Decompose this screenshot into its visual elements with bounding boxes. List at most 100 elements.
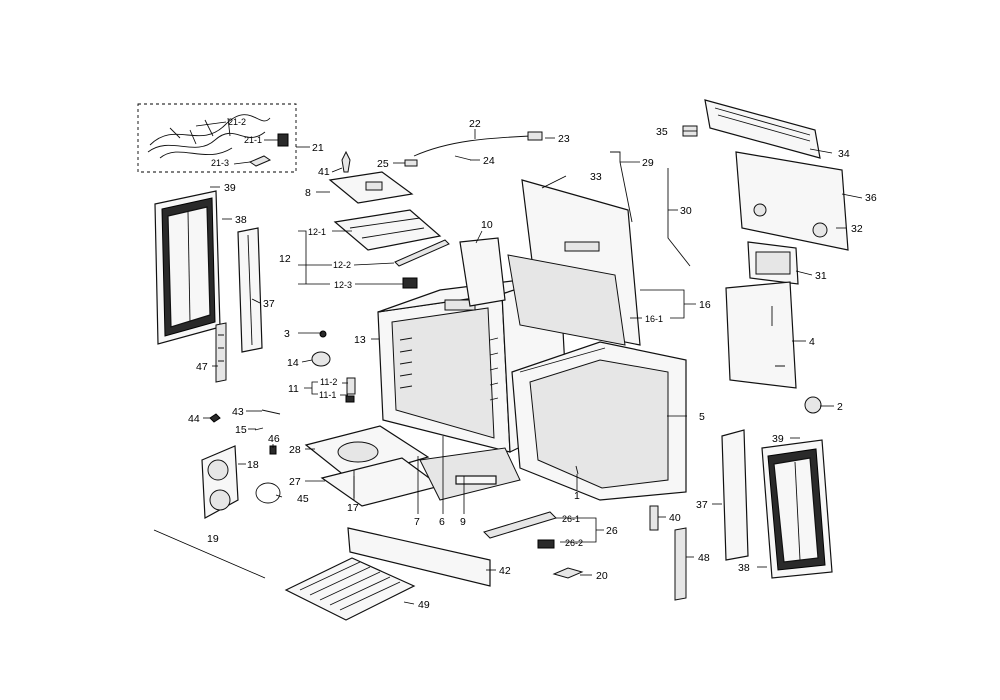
callout-10: 10	[481, 219, 493, 231]
callout-15: 15	[235, 424, 247, 436]
callout-11: 11	[288, 383, 299, 395]
callout-16: 16	[699, 299, 711, 311]
callout-1: 1	[574, 490, 580, 502]
callout-12-2: 12-2	[333, 260, 351, 270]
callout-43: 43	[232, 406, 244, 418]
callout-38-right: 38	[738, 562, 750, 574]
insulation-16	[507, 254, 626, 346]
bracket-12-1-ribs	[349, 217, 425, 239]
drawer-panel-42	[347, 527, 491, 587]
callout-4: 4	[809, 336, 815, 348]
callout-7: 7	[414, 516, 420, 528]
callout-31: 31	[815, 270, 827, 282]
screw-3	[319, 330, 327, 338]
callout-41: 41	[318, 166, 330, 178]
callout-30: 30	[680, 205, 692, 217]
callout-3: 3	[284, 328, 290, 340]
callout-40: 40	[669, 512, 681, 524]
callout-37-left: 37	[263, 298, 275, 310]
hinge-bracket-25	[404, 159, 418, 167]
connector-12-3	[402, 277, 418, 289]
top-plate-8-window	[365, 181, 383, 191]
callout-33: 33	[590, 171, 602, 183]
top-cover-34	[704, 99, 821, 159]
gasket-45	[255, 482, 281, 504]
right-door-divider	[794, 461, 801, 561]
access-panel-handles	[771, 306, 785, 367]
callout-35: 35	[656, 126, 668, 138]
tube-30	[667, 168, 691, 267]
harness-plug-21-3	[248, 155, 272, 167]
callout-24: 24	[483, 155, 495, 167]
left-door-channel-rib	[247, 234, 253, 346]
left-door-divider	[187, 211, 191, 323]
rear-cover-32	[735, 151, 849, 251]
callout-16-1: 16-1	[645, 314, 663, 324]
wire-harness-group	[137, 103, 297, 173]
callout-26: 26	[606, 525, 618, 537]
callout-2: 2	[837, 401, 843, 413]
top-cover-34-slots	[714, 107, 811, 142]
callout-45: 45	[297, 493, 309, 505]
callout-21-2: 21-2	[228, 117, 246, 127]
clip-24	[454, 155, 472, 161]
callout-21-1: 21-1	[244, 135, 262, 145]
callout-19: 19	[207, 533, 219, 545]
callout-12-1: 12-1	[308, 227, 326, 237]
wire-harness-branches	[169, 117, 231, 145]
drawer-rack-49	[284, 557, 416, 621]
callout-48: 48	[698, 552, 710, 564]
leader-lines	[195, 121, 863, 605]
callout-12: 12	[279, 253, 291, 265]
callout-9: 9	[460, 516, 466, 528]
wire-harness-box	[137, 103, 297, 173]
access-panel-4	[725, 281, 797, 389]
callout-11-1: 11-1	[319, 390, 336, 400]
wire-harness-21-2	[149, 114, 271, 146]
callout-8: 8	[305, 187, 311, 199]
callout-32: 32	[851, 223, 863, 235]
rear-cover-32-hole	[753, 203, 767, 217]
rear-cover-32-hole-2	[812, 222, 828, 238]
wire-15	[254, 427, 264, 431]
callout-21-3: 21-3	[211, 158, 229, 168]
leveling-foot-2	[804, 396, 822, 414]
rack-guides-left	[399, 337, 413, 389]
callout-6: 6	[439, 516, 445, 528]
left-hinge-47	[215, 322, 227, 383]
callout-26-1: 26-1	[562, 514, 580, 524]
top-plate-10	[459, 237, 506, 307]
sensor-11-2	[346, 377, 356, 395]
callout-18: 18	[247, 459, 259, 471]
callout-21: 21	[312, 142, 324, 154]
callout-46: 46	[268, 433, 280, 445]
outer-body-5	[511, 341, 687, 501]
bottom-tray-6	[419, 447, 521, 501]
rail-26-1	[483, 511, 557, 539]
callout-49: 49	[418, 599, 430, 611]
callout-13: 13	[354, 334, 366, 346]
callout-17: 17	[347, 502, 359, 514]
callout-5: 5	[699, 411, 705, 423]
screw-1	[575, 465, 579, 475]
callout-26-2: 26-2	[565, 538, 583, 548]
valve-23	[527, 131, 543, 141]
callout-39-right: 39	[772, 433, 784, 445]
rod-12-2	[394, 239, 450, 267]
knob-14	[311, 351, 331, 367]
outer-body-edge	[519, 347, 606, 373]
callout-39-left: 39	[224, 182, 236, 194]
bottom-rail-9	[455, 475, 497, 485]
left-hinge-slots	[218, 334, 224, 362]
separator-19	[153, 529, 266, 579]
fan-blade-1	[207, 459, 229, 481]
right-hinge-48	[674, 527, 687, 601]
callout-12-3: 12-3	[334, 280, 352, 290]
switch-41	[341, 150, 351, 173]
clip-20	[552, 567, 584, 579]
sensor-11-1	[345, 395, 355, 403]
callout-labels: 21-2 21-1 21-3 21 22 23 24 25 41 8 39 38…	[188, 117, 877, 611]
left-door	[154, 190, 221, 345]
